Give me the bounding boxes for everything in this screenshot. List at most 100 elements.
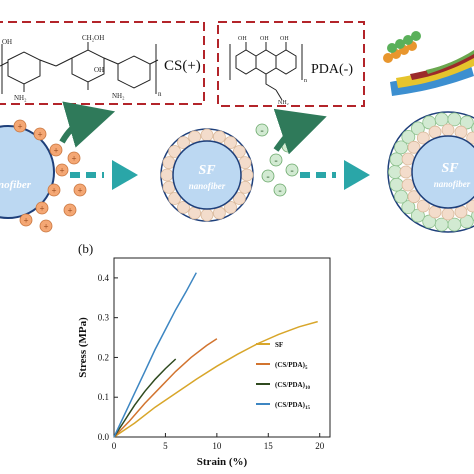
fiber-middle: SF nanofiber <box>160 128 254 222</box>
plus-charge-icon: + <box>13 119 27 133</box>
svg-text:+: + <box>37 130 42 140</box>
svg-text:+: + <box>59 166 64 176</box>
process-arrow-1 <box>70 160 138 190</box>
svg-text:-: - <box>260 126 263 137</box>
pda-subscript-n-text: n <box>304 78 307 84</box>
y-axis-label: Stress (MPa) <box>77 317 89 378</box>
plus-charge-icon: + <box>35 201 49 215</box>
sf-core-right <box>411 135 474 209</box>
pda-structure-drawing <box>229 42 303 101</box>
cs-ball <box>416 199 430 213</box>
curved-arrow-left <box>59 101 116 148</box>
x-tick-label: 0 <box>112 441 117 451</box>
cs-ball <box>454 125 468 139</box>
cs-ball <box>466 131 474 145</box>
plus-charge-icon: + <box>19 213 33 227</box>
pda-ball <box>394 189 408 204</box>
panel-label-b: (b) <box>78 241 93 256</box>
cs-ball <box>168 192 182 205</box>
pda-nh2-text: NH₂ <box>278 100 289 106</box>
cs-ball <box>441 207 455 221</box>
cs-ch2oh-text: CH₂OH <box>82 34 104 42</box>
cs-ball <box>401 152 415 166</box>
legend-label: SF <box>275 341 283 349</box>
y-tick-label: 0.3 <box>98 313 110 323</box>
series-line <box>113 358 177 438</box>
y-tick-label: 0.0 <box>98 432 110 442</box>
cs-ball <box>188 206 202 220</box>
pda-ball <box>394 140 408 155</box>
cs-ball <box>162 180 176 194</box>
cs-ball <box>177 136 190 150</box>
minus-charge-icon: - <box>285 163 299 177</box>
cs-oh-mid-text: OH <box>94 66 104 74</box>
legend-label: (CS/PDA)15 <box>275 401 310 411</box>
cs-ball <box>401 178 415 192</box>
minus-charge-icon: - <box>255 123 269 137</box>
pda-ball <box>459 115 474 130</box>
pda-oh-2-text: OH <box>260 36 269 42</box>
cs-ball <box>162 156 176 170</box>
x-tick-label: 20 <box>315 441 325 451</box>
cs-nh2-left-text: NH₂ <box>14 94 27 102</box>
svg-text:+: + <box>43 222 48 232</box>
pda-oh-3-text: OH <box>280 36 289 42</box>
svg-text:+: + <box>51 186 56 196</box>
cs-nh2-mid-text: NH₂ <box>112 92 125 100</box>
cs-ball <box>399 165 413 179</box>
fiber-left: nofiber <box>0 125 55 219</box>
cs-ball <box>238 180 252 194</box>
cs-ball <box>416 131 430 145</box>
sf-core-middle <box>172 140 242 210</box>
svg-text:+: + <box>71 154 76 164</box>
svg-text:+: + <box>67 206 72 216</box>
cs-ball <box>407 140 421 154</box>
series-line <box>113 320 318 438</box>
cs-ball <box>200 128 214 142</box>
cs-subscript-n-text: n <box>158 90 162 98</box>
svg-text:+: + <box>17 122 22 132</box>
layered-fiber-illustration <box>383 31 474 96</box>
cs-ball <box>428 205 442 219</box>
cs-ball <box>177 200 190 214</box>
plus-charge-icon: + <box>47 183 61 197</box>
cs-ball <box>441 123 455 137</box>
series-lines <box>113 272 318 438</box>
plus-charge-icon: + <box>67 151 81 165</box>
svg-text:+: + <box>77 186 82 196</box>
cs-ball <box>168 145 182 158</box>
svg-text:-: - <box>286 142 289 153</box>
x-tick-label: 5 <box>163 441 168 451</box>
svg-text:+: + <box>53 146 58 156</box>
plot-frame <box>113 257 331 438</box>
svg-text:-: - <box>278 186 281 197</box>
plus-charge-icon: + <box>55 163 69 177</box>
cs-ball <box>212 130 226 144</box>
cs-ball <box>188 130 202 144</box>
positive-charges: +++++++++++ <box>13 119 87 233</box>
pda-label: PDA(-) <box>311 62 353 77</box>
svg-text:+: + <box>23 216 28 226</box>
plus-charge-icon: + <box>49 143 63 157</box>
cs-ball <box>200 208 214 222</box>
pda-structure-box: OH OH OH NH₂ n PDA(-) <box>217 21 365 107</box>
pda-ball <box>401 129 416 144</box>
cs-structure-drawing <box>0 42 159 94</box>
process-arrow-2 <box>300 160 370 190</box>
cs-ball <box>240 168 254 182</box>
pda-ball <box>471 122 474 134</box>
pda-ball <box>401 200 416 215</box>
plus-charge-icon: + <box>63 203 77 217</box>
cs-ball <box>224 200 237 214</box>
svg-text:-: - <box>274 156 277 167</box>
pda-ball <box>389 177 404 192</box>
curved-arrow-middle <box>273 108 327 155</box>
cs-ball <box>454 205 468 219</box>
legend-label: (CS/PDA)10 <box>275 381 310 391</box>
x-tick-label: 15 <box>264 441 274 451</box>
cs-layer-middle <box>160 128 254 222</box>
svg-text:-: - <box>290 166 293 177</box>
